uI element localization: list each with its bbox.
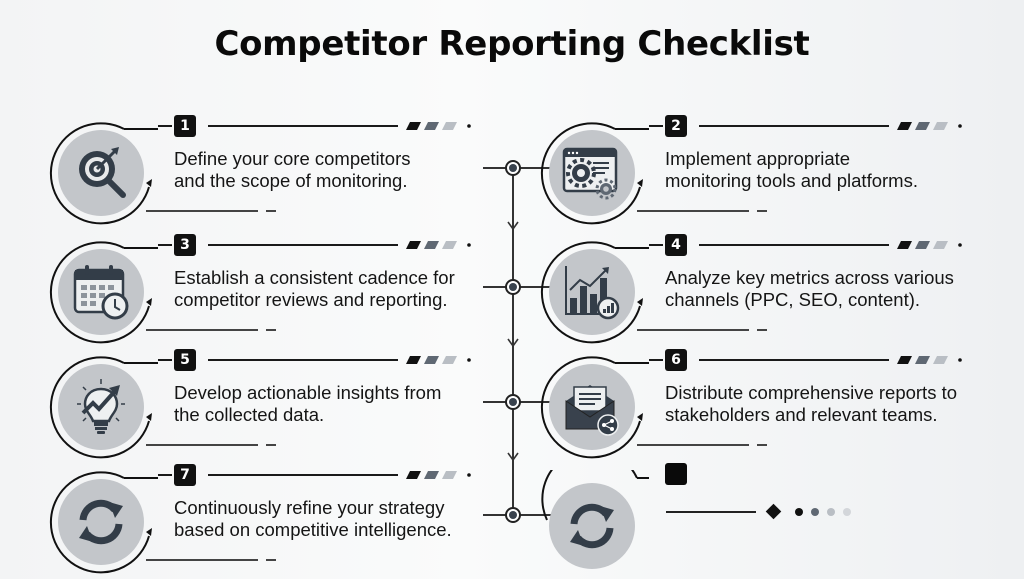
pager-dot — [843, 508, 851, 516]
step-icon-frame — [46, 355, 158, 459]
progress-stripes — [897, 356, 962, 364]
step-icon-frame — [537, 240, 649, 344]
timeline-node — [505, 279, 521, 295]
refresh-cycle-icon — [79, 499, 123, 545]
step-number-badge: 6 — [665, 349, 687, 371]
header-rule — [699, 125, 889, 127]
page-title: Competitor Reporting Checklist — [214, 24, 810, 64]
step-icon-frame — [537, 470, 649, 574]
header-rule — [208, 244, 398, 246]
progress-stripes — [406, 241, 471, 249]
timeline-node — [505, 160, 521, 176]
progress-stripes — [406, 471, 471, 479]
pager-dot — [811, 508, 819, 516]
step-number-badge: 4 — [665, 234, 687, 256]
step-number-badge: 1 — [174, 115, 196, 137]
step-icon-frame — [537, 121, 649, 225]
progress-stripes — [897, 241, 962, 249]
arrow-down-icon — [507, 452, 519, 462]
header-rule — [208, 474, 398, 476]
step-icon-frame — [46, 470, 158, 574]
end-rule — [666, 511, 756, 513]
arrow-down-icon — [507, 338, 519, 348]
end-marker-square — [665, 463, 687, 485]
step-number-badge: 2 — [665, 115, 687, 137]
step-number-badge: 7 — [174, 464, 196, 486]
progress-stripes — [897, 122, 962, 130]
timeline-node — [505, 394, 521, 410]
step-icon-frame — [46, 121, 158, 225]
bar-chart-trend-icon — [565, 266, 620, 320]
refresh-cycle-icon — [570, 503, 614, 549]
final-cycle-card — [537, 464, 1007, 579]
progress-stripes — [406, 122, 471, 130]
lightbulb-growth-icon — [77, 379, 125, 434]
header-rule — [699, 359, 889, 361]
envelope-share-icon — [565, 385, 619, 436]
browser-gears-icon — [562, 147, 618, 200]
step-number-badge: 5 — [174, 349, 196, 371]
target-search-icon — [79, 147, 126, 198]
progress-stripes — [406, 356, 471, 364]
pager-dot — [827, 508, 835, 516]
step-icon-frame — [537, 355, 649, 459]
step-number-badge: 3 — [174, 234, 196, 256]
pager-dot — [795, 508, 803, 516]
arrow-down-icon — [507, 221, 519, 231]
header-rule — [208, 359, 398, 361]
header-rule — [208, 125, 398, 127]
timeline-spine — [512, 168, 514, 515]
calendar-clock-icon — [73, 265, 129, 320]
header-rule — [699, 244, 889, 246]
timeline-node — [505, 507, 521, 523]
step-icon-frame — [46, 240, 158, 344]
